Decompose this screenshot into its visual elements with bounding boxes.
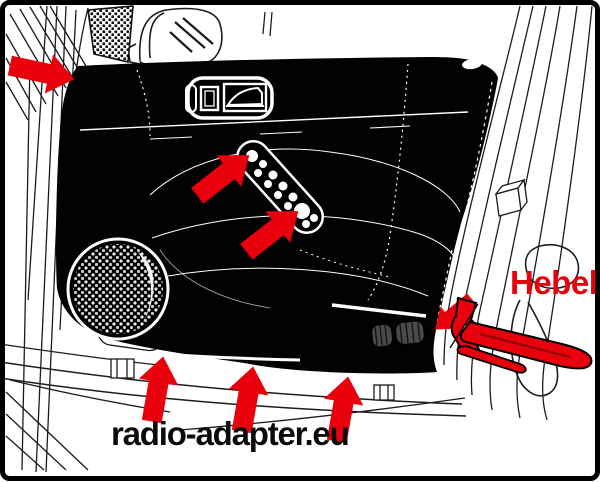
speaker-grille <box>66 237 170 341</box>
door-release-lever-icon <box>226 86 263 107</box>
reflector <box>371 320 425 348</box>
pry-lever-tool <box>449 296 593 374</box>
window-switch-bezel <box>185 76 274 120</box>
speaker-highlight <box>138 252 154 324</box>
side-mirror <box>127 7 223 68</box>
lever-label: Hebel <box>510 264 597 301</box>
watermark-label: radio-adapter.eu <box>111 415 349 452</box>
grip-strip <box>235 140 325 234</box>
a-pillar-vent-grille <box>87 5 134 63</box>
grip-strip-clips <box>246 150 318 228</box>
panel-top-notch <box>462 58 482 70</box>
